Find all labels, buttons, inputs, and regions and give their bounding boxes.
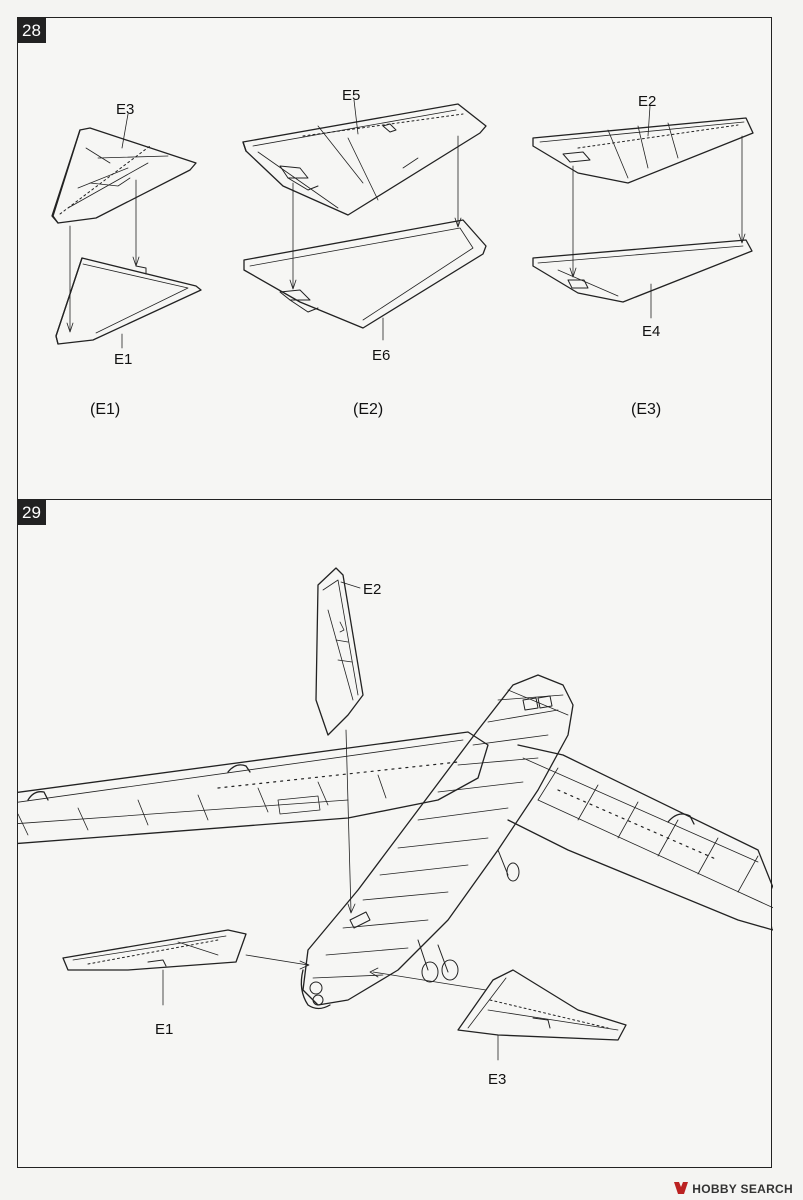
label-e6: E6 (372, 347, 390, 364)
step-number-badge: 29 (18, 500, 46, 525)
part-e2-upper (532, 117, 754, 184)
label-e2: E2 (363, 581, 381, 598)
right-wing (507, 744, 773, 931)
label-e3: E3 (116, 101, 134, 118)
left-wing (18, 731, 489, 845)
label-e1: E1 (155, 1021, 173, 1038)
step-number-badge: 28 (18, 18, 46, 43)
label-e2: E2 (638, 93, 656, 110)
step-28-panel: 28 (17, 17, 772, 500)
step-29-diagram: E2 E1 (18, 567, 773, 1088)
watermark-text: HOBBY SEARCH (692, 1182, 793, 1196)
fuselage (300, 674, 574, 1010)
vertical-fin-assembly: E5 E6 (E2) (242, 87, 487, 418)
watermark: HOBBY SEARCH (673, 1181, 793, 1196)
part-e6-lower (243, 219, 487, 329)
label-e3: E3 (488, 1071, 506, 1088)
part-e3-upper (52, 127, 197, 224)
part-e2-fin: E2 (315, 567, 381, 914)
part-e4-lower (532, 239, 753, 303)
step-29-panel: 29 (17, 500, 773, 1168)
tail-plane-left-assembly: E3 E1 (E1) (51, 101, 202, 418)
tail-plane-right-assembly: E2 E4 (E3) (532, 93, 754, 418)
label-e1: E1 (114, 351, 132, 368)
label-e4: E4 (642, 323, 660, 340)
part-e3-tail-plane: E3 (369, 967, 627, 1088)
step-28-diagram: E3 E1 (E1) (51, 87, 754, 418)
caption-e3: (E3) (631, 401, 661, 418)
caption-e2: (E2) (353, 401, 383, 418)
label-e5: E5 (342, 87, 360, 104)
part-e1-tail-plane: E1 (62, 929, 310, 1038)
caption-e1: (E1) (90, 401, 120, 418)
part-e5-upper (242, 103, 487, 216)
hobby-search-logo-icon (674, 1182, 689, 1194)
